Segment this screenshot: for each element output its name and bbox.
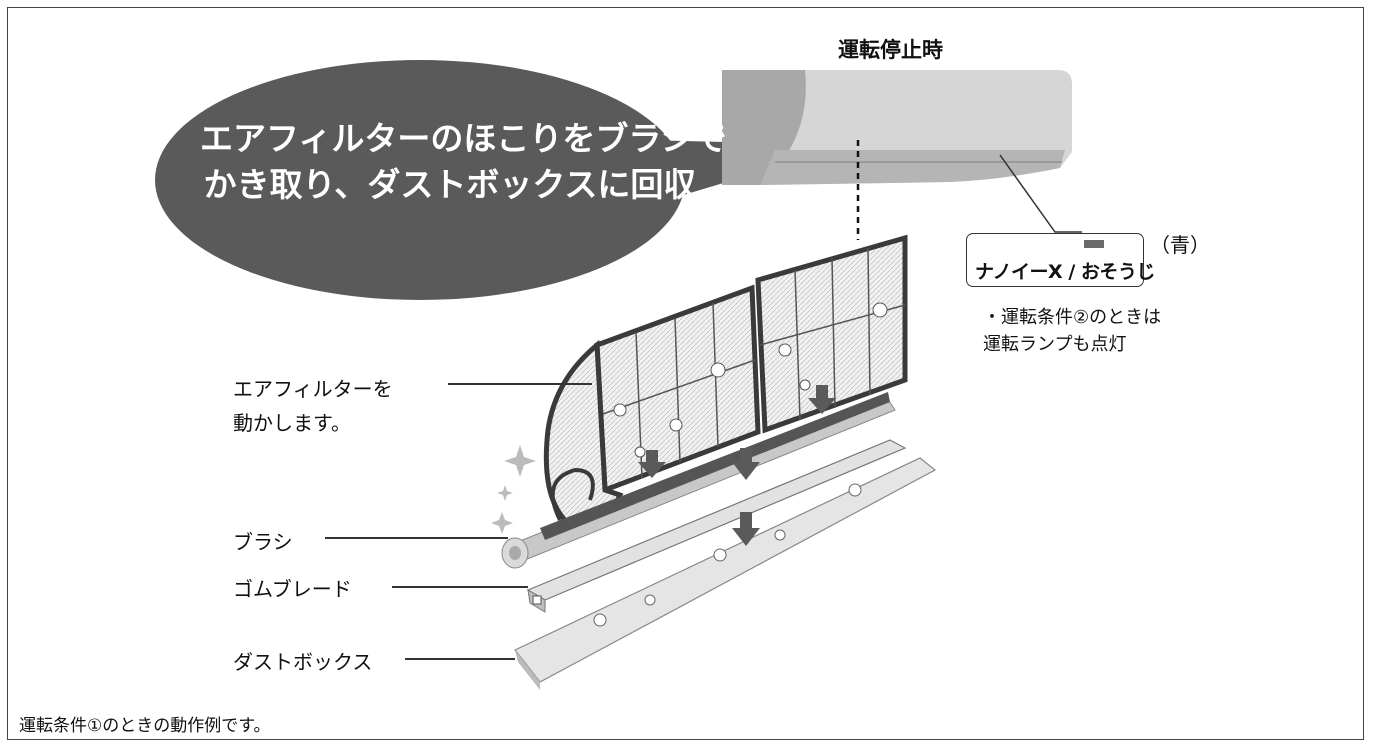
- condition-note: ・運転条件②のときは 運転ランプも点灯: [983, 307, 1162, 355]
- rubber-blade: [526, 439, 907, 613]
- indicator-color-note: （青）: [1150, 233, 1210, 257]
- label-dust-box: ダストボックス: [233, 650, 373, 674]
- sparkle-icon: [491, 445, 536, 534]
- indicator-lamp: [1084, 240, 1104, 248]
- state-title: 運転停止時: [838, 38, 943, 62]
- figure-frame: [7, 7, 1364, 740]
- bubble-line-2: かき取り、ダストボックスに回収: [203, 165, 697, 204]
- label-air-filter: エアフィルターを 動かします。: [233, 377, 393, 435]
- indicator-panel: [966, 233, 1144, 287]
- indicator-label: ナノイーX / おそうじ: [975, 261, 1155, 283]
- dust-box: [514, 457, 937, 690]
- brush: [501, 392, 896, 569]
- movement-arrows: [638, 385, 836, 546]
- indicator-callout-line: [999, 154, 1082, 233]
- air-conditioner-unit: [722, 70, 1072, 240]
- label-brush: ブラシ: [233, 530, 293, 554]
- footer-caption: 運転条件①のときの動作例です。: [19, 716, 271, 736]
- bubble-line-1: エアフィルターのほこりをブラシで: [200, 119, 727, 158]
- bubble-text: エアフィルターのほこりをブラシで かき取り、ダストボックスに回収: [200, 116, 727, 208]
- label-leader-lines: [325, 383, 592, 660]
- label-rubber-blade: ゴムブレード: [233, 577, 352, 601]
